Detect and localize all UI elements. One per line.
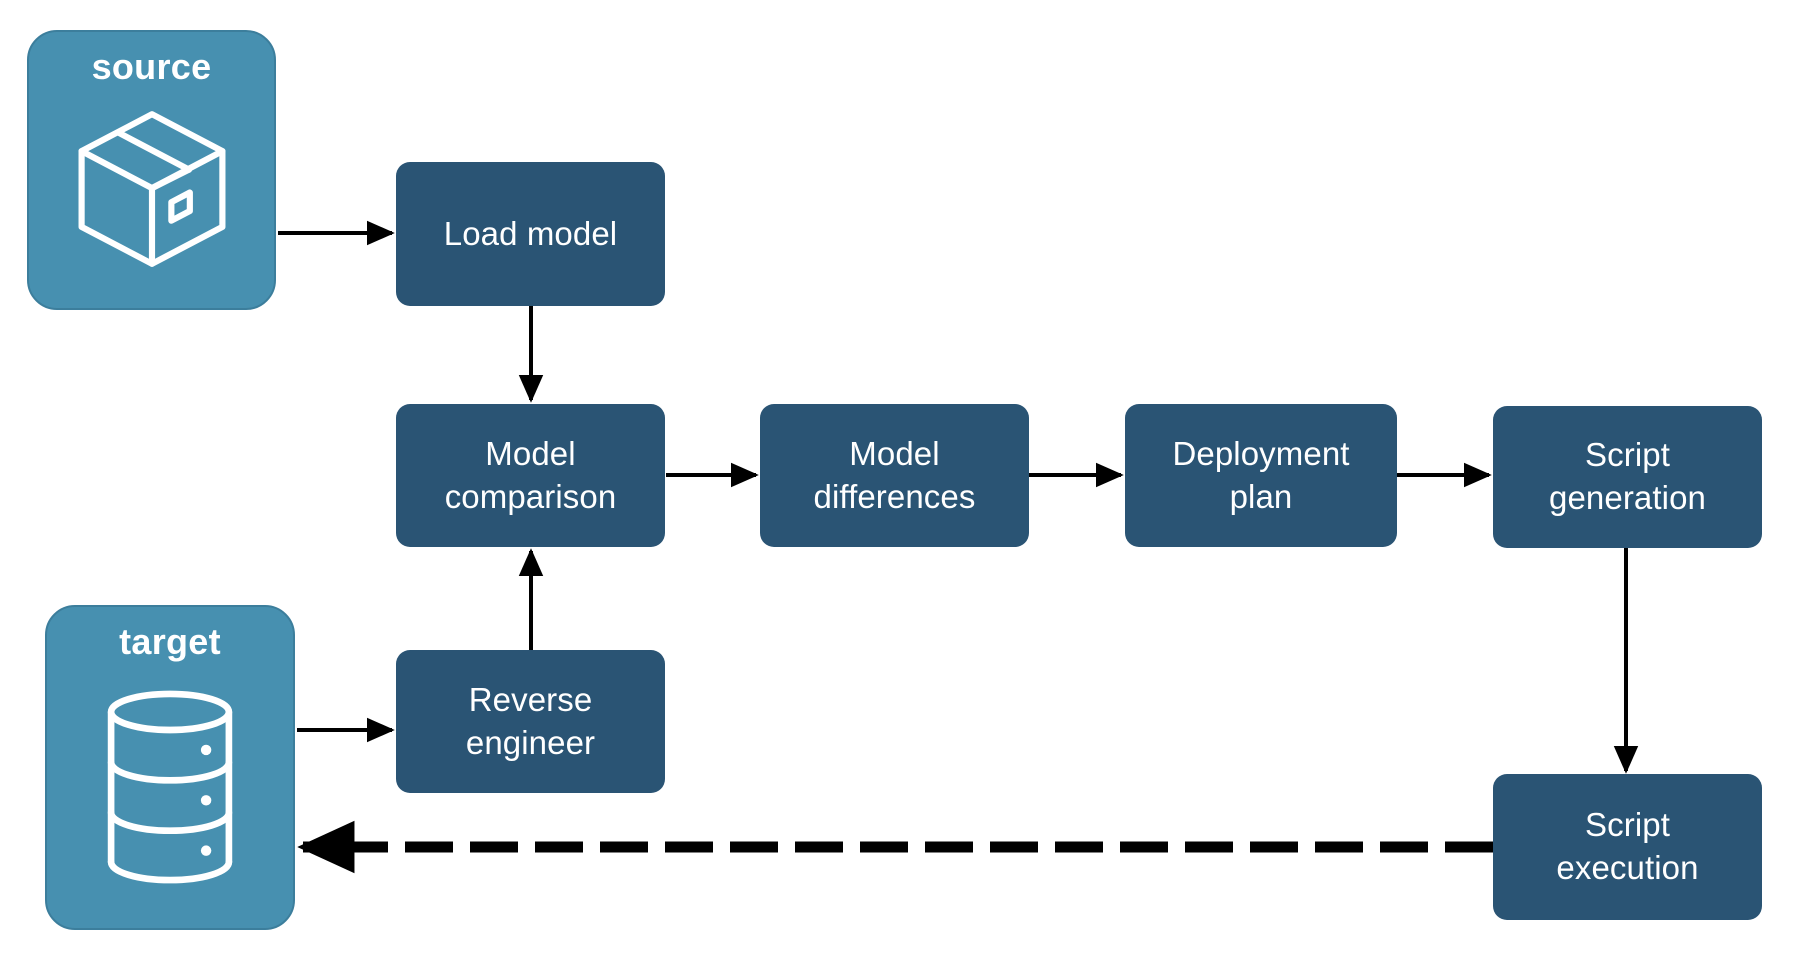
process-model-differences[interactable]: Model differences bbox=[760, 404, 1029, 547]
label-line-2: differences bbox=[813, 477, 976, 515]
label-line-1: Model bbox=[485, 434, 576, 472]
process-script-generation-label: Script generation bbox=[1549, 434, 1706, 520]
label-line-1: Model bbox=[849, 434, 940, 472]
endpoint-target[interactable]: target bbox=[45, 605, 295, 930]
process-deployment-plan[interactable]: Deployment plan bbox=[1125, 404, 1397, 547]
process-script-generation[interactable]: Script generation bbox=[1493, 406, 1762, 548]
label-line-2: engineer bbox=[465, 723, 596, 761]
label-line-1: Script bbox=[1585, 436, 1670, 474]
process-model-comparison[interactable]: Model comparison bbox=[396, 404, 665, 547]
label-line-2: comparison bbox=[444, 477, 617, 515]
process-script-execution[interactable]: Script execution bbox=[1493, 774, 1762, 920]
endpoint-source-label: source bbox=[91, 46, 212, 87]
process-reverse-engineer-label: Reverse engineer bbox=[466, 679, 595, 765]
process-model-comparison-label: Model comparison bbox=[445, 433, 617, 519]
label-line-1: Deployment bbox=[1172, 434, 1350, 472]
label-line-2: execution bbox=[1556, 849, 1699, 886]
endpoint-target-label: target bbox=[119, 621, 221, 662]
endpoint-source[interactable]: source bbox=[27, 30, 276, 310]
process-reverse-engineer[interactable]: Reverse engineer bbox=[396, 650, 665, 793]
label-line-2: generation bbox=[1549, 479, 1706, 516]
database-cylinder-icon bbox=[47, 663, 293, 910]
process-load-model-label: Load model bbox=[443, 214, 618, 252]
process-load-model[interactable]: Load model bbox=[396, 162, 665, 306]
label-line-1: Reverse bbox=[468, 680, 593, 718]
process-script-execution-label: Script execution bbox=[1556, 804, 1698, 890]
label-line-2: plan bbox=[1229, 477, 1293, 515]
package-box-icon bbox=[29, 88, 274, 290]
process-model-differences-label: Model differences bbox=[814, 433, 976, 519]
process-deployment-plan-label: Deployment plan bbox=[1172, 433, 1349, 519]
label-line-1: Script bbox=[1585, 806, 1670, 844]
